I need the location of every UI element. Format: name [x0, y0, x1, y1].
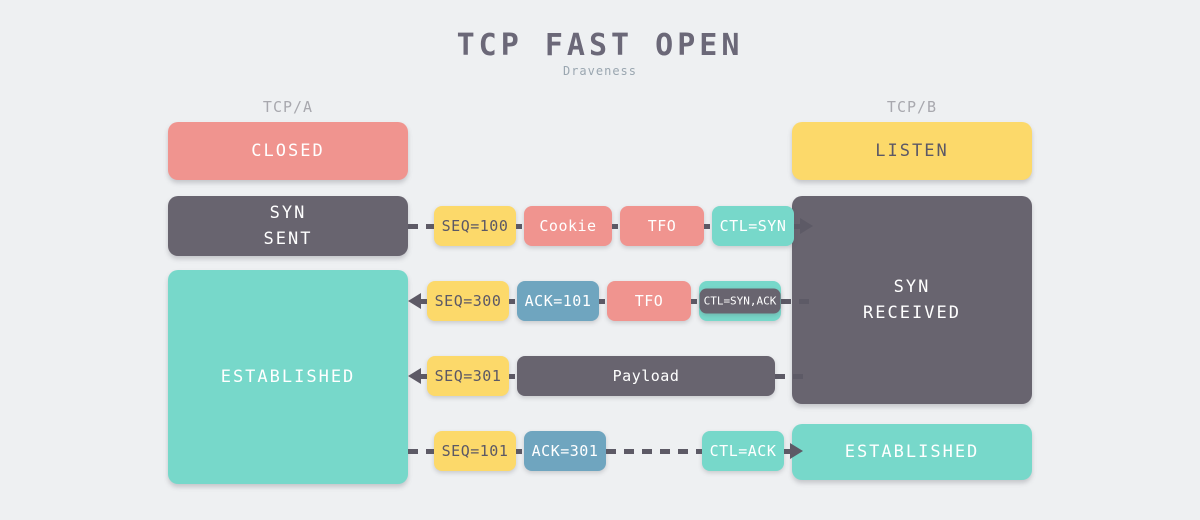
- connector-dash: [691, 298, 699, 304]
- state-label-syn-received-line2: RECEIVED: [863, 303, 961, 323]
- connector-dash: [408, 448, 434, 454]
- arrow-right-icon: [800, 218, 813, 234]
- arrow-right-icon: [790, 443, 803, 459]
- state-label-syn-sent-line1: SYN: [269, 203, 307, 223]
- state-box-syn-sent: SYN SENT: [168, 196, 408, 256]
- state-label-syn-sent-line2: SENT: [263, 229, 313, 249]
- connector-dash: [794, 223, 800, 229]
- state-label-established-right: ESTABLISHED: [844, 442, 980, 462]
- connector-dash: [784, 448, 790, 454]
- connector-dash: [509, 373, 517, 379]
- connector-dash: [421, 298, 427, 304]
- packet-row-3: SEQ=301 Payload: [408, 356, 809, 396]
- state-box-syn-received: SYN RECEIVED: [792, 196, 1032, 404]
- connector-dash: [781, 298, 815, 304]
- connector-dash: [704, 223, 712, 229]
- state-box-established-left: ESTABLISHED: [168, 270, 408, 484]
- packet-field-ctl: CTL=SYN,ACK: [699, 281, 781, 321]
- packet-field-seq: SEQ=100: [434, 206, 516, 246]
- packet-row-1: SEQ=100 Cookie TFO CTL=SYN: [408, 206, 813, 246]
- connector-dash: [775, 373, 809, 379]
- connector-dash: [606, 448, 702, 454]
- packet-field-seq: SEQ=301: [427, 356, 509, 396]
- column-label-tcp-a: TCP/A: [262, 98, 314, 116]
- state-label-closed: CLOSED: [251, 141, 325, 161]
- packet-field-tfo: TFO: [607, 281, 691, 321]
- packet-field-payload: Payload: [517, 356, 775, 396]
- packet-row-4: SEQ=101 ACK=301 CTL=ACK: [408, 431, 803, 471]
- packet-field-ack: ACK=101: [517, 281, 599, 321]
- state-box-established-right: ESTABLISHED: [792, 424, 1032, 480]
- state-box-listen: LISTEN: [792, 122, 1032, 180]
- arrow-left-icon: [408, 293, 421, 309]
- connector-dash: [599, 298, 607, 304]
- packet-field-ctl-label: CTL=SYN,ACK: [699, 288, 781, 314]
- packet-field-seq: SEQ=101: [434, 431, 516, 471]
- connector-dash: [612, 223, 620, 229]
- connector-dash: [408, 223, 434, 229]
- state-box-closed: CLOSED: [168, 122, 408, 180]
- connector-dash: [516, 448, 524, 454]
- page-title: TCP FAST OPEN: [456, 28, 744, 63]
- packet-field-ctl: CTL=ACK: [702, 431, 784, 471]
- packet-field-cookie: Cookie: [524, 206, 612, 246]
- connector-dash: [421, 373, 427, 379]
- packet-field-ack: ACK=301: [524, 431, 606, 471]
- state-label-established-left: ESTABLISHED: [220, 367, 356, 387]
- packet-field-tfo: TFO: [620, 206, 704, 246]
- connector-dash: [509, 298, 517, 304]
- arrow-left-icon: [408, 368, 421, 384]
- connector-dash: [516, 223, 524, 229]
- packet-field-seq: SEQ=300: [427, 281, 509, 321]
- packet-field-ctl: CTL=SYN: [712, 206, 794, 246]
- state-label-listen: LISTEN: [875, 141, 949, 161]
- state-label-syn-received-line1: SYN: [893, 277, 931, 297]
- column-label-tcp-b: TCP/B: [886, 98, 938, 116]
- packet-row-2: SEQ=300 ACK=101 TFO CTL=SYN,ACK: [408, 281, 815, 321]
- page-subtitle: Draveness: [562, 64, 638, 78]
